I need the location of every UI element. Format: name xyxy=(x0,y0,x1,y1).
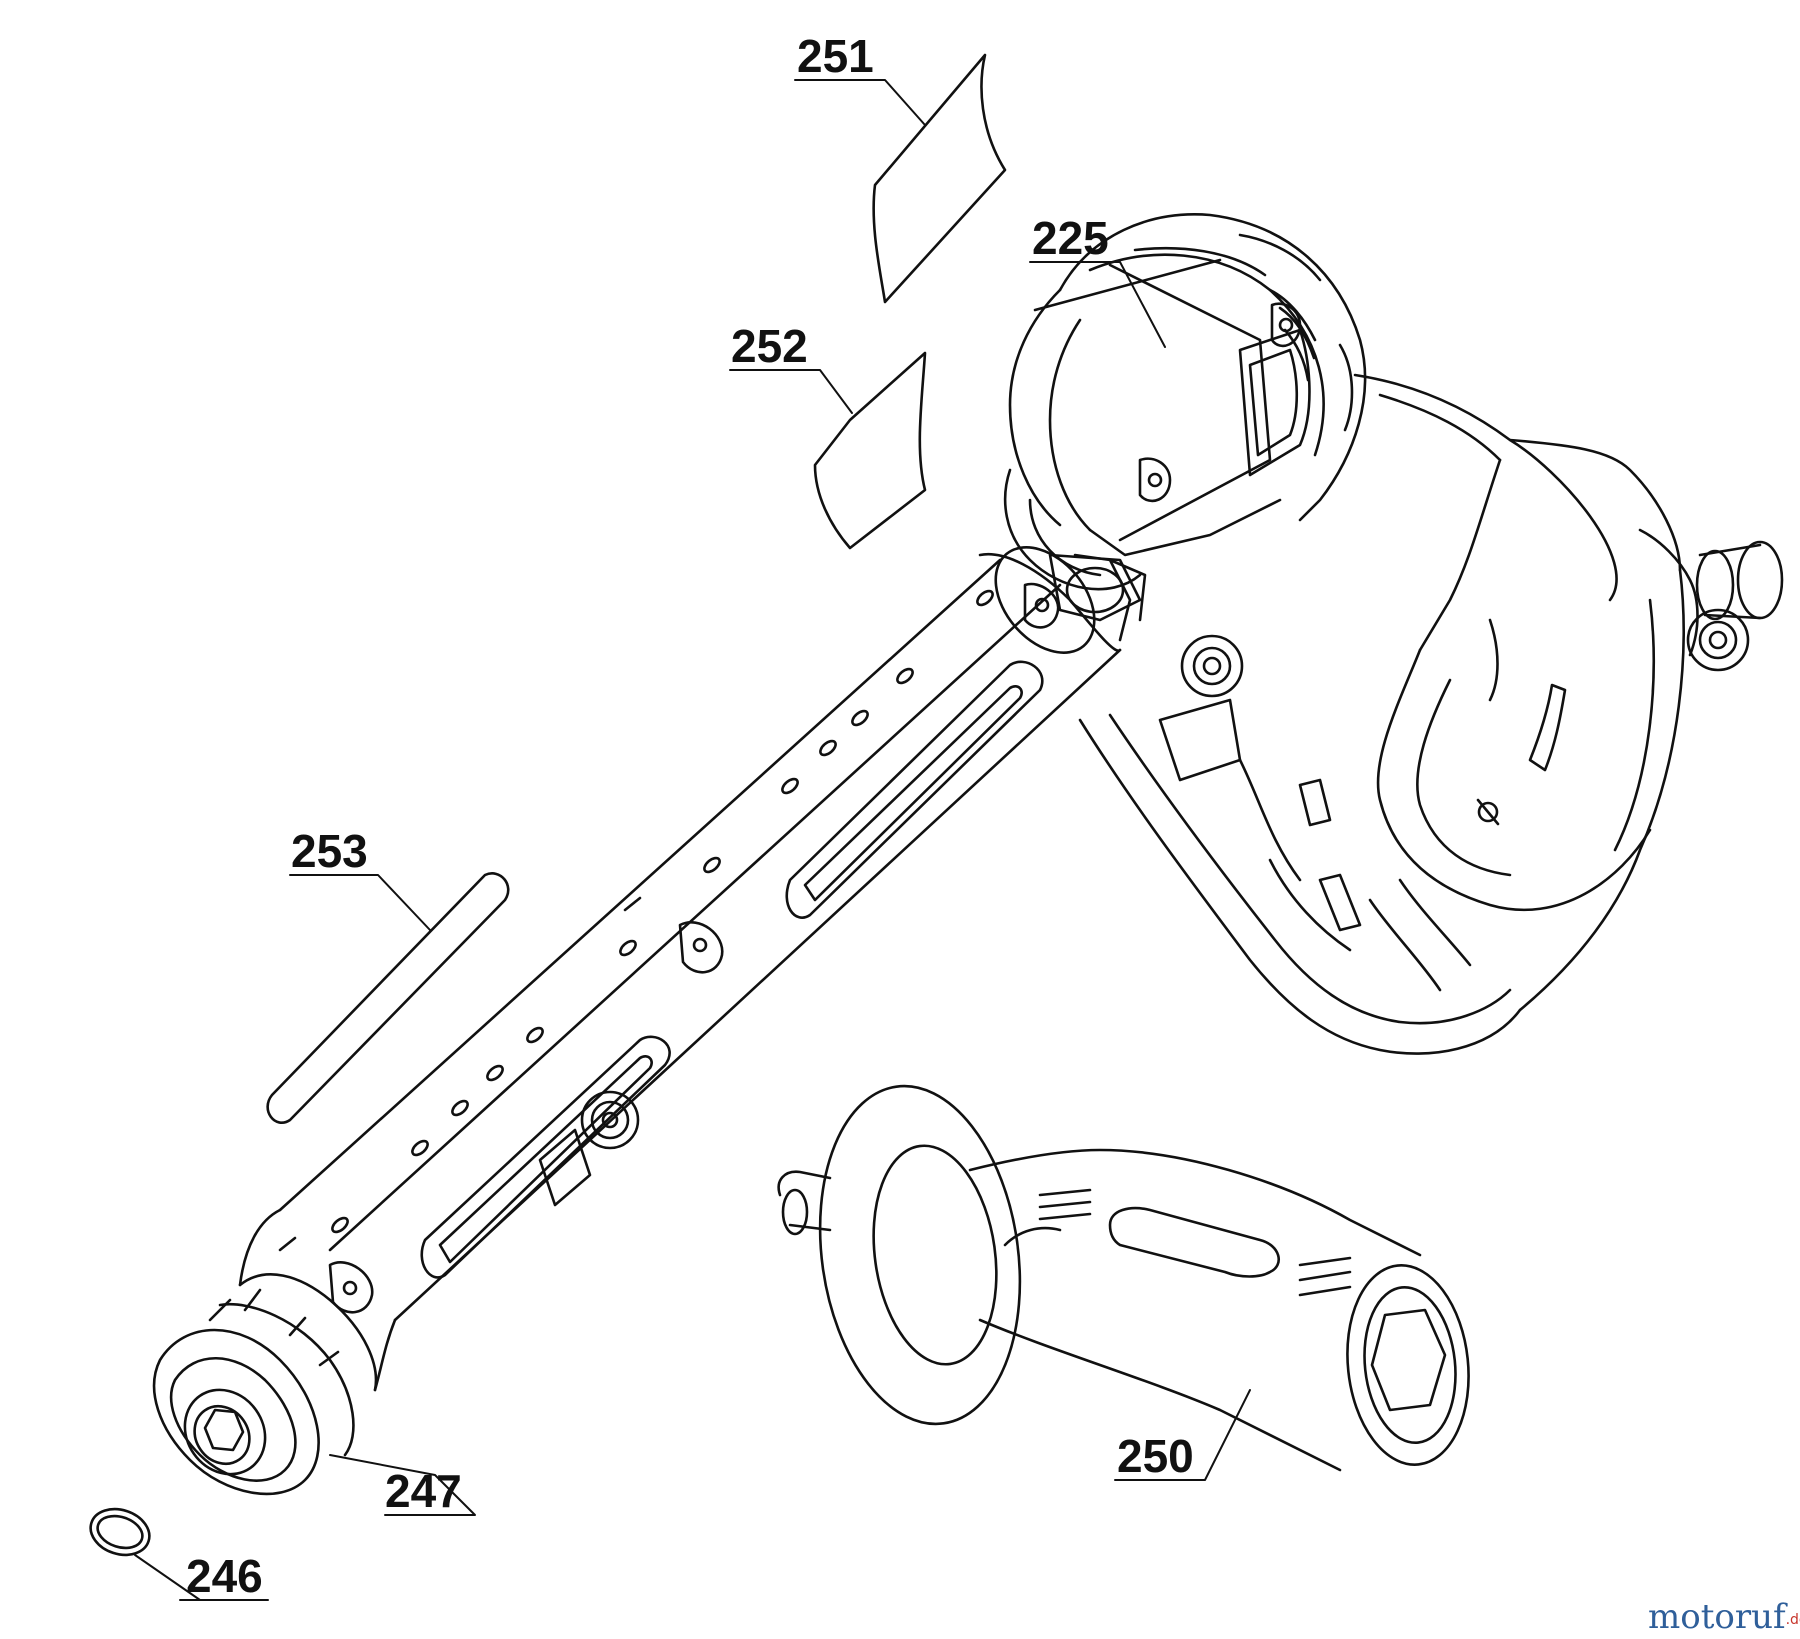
sticker-251 xyxy=(872,53,1007,304)
leader-247 xyxy=(329,1454,476,1516)
leader-246 xyxy=(134,1554,269,1601)
label-251: 251 xyxy=(797,30,874,82)
extraction-tube xyxy=(238,546,1147,1392)
label-247: 247 xyxy=(385,1465,462,1517)
auxiliary-handle-250 xyxy=(777,1084,1470,1472)
sticker-252 xyxy=(813,351,927,550)
part-labels: 251 252 225 253 247 246 250 xyxy=(186,30,1194,1602)
leader-lines xyxy=(134,79,1251,1601)
motor-housing-225 xyxy=(1003,213,1784,1055)
bearing-icon xyxy=(1686,608,1750,672)
label-225: 225 xyxy=(1032,212,1109,264)
leader-250 xyxy=(1114,1389,1251,1481)
bearing-icon xyxy=(1180,634,1244,698)
screw-icon xyxy=(1270,302,1302,348)
screw-icon xyxy=(1023,582,1060,629)
o-ring-246 xyxy=(89,1507,151,1557)
watermark-logo: motoruf.de xyxy=(1648,1597,1800,1637)
leader-253 xyxy=(289,874,431,931)
svg-text:motoruf.de: motoruf.de xyxy=(1648,1597,1800,1637)
watermark-suffix: .de xyxy=(1786,1612,1800,1628)
hex-socket-icon xyxy=(183,1388,267,1476)
leader-251 xyxy=(794,79,926,126)
label-246: 246 xyxy=(186,1550,263,1602)
label-253: 253 xyxy=(291,825,368,877)
screw-icon xyxy=(1476,798,1500,826)
screw-icon xyxy=(678,921,724,974)
label-252: 252 xyxy=(731,320,808,372)
bearing-icon xyxy=(580,1090,640,1150)
end-nut-247 xyxy=(152,1288,355,1496)
vent-holes xyxy=(331,589,994,1234)
leader-225 xyxy=(1029,261,1166,348)
leader-252 xyxy=(729,369,853,414)
watermark-text: motoruf xyxy=(1648,1597,1788,1637)
screw-icon xyxy=(1138,457,1172,503)
label-250: 250 xyxy=(1117,1430,1194,1482)
strip-253 xyxy=(266,872,510,1124)
